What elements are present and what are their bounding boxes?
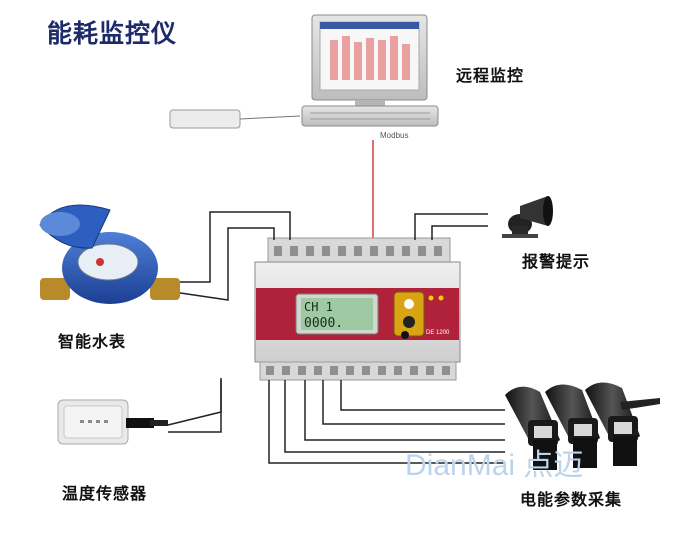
siren-icon [502, 196, 553, 238]
temperature-sensor-icon [57, 399, 168, 445]
diagram-title: 能耗监控仪 [47, 19, 178, 48]
computer-icon [169, 14, 439, 129]
label-remote-monitoring: 远程监控 [456, 66, 525, 85]
label-power-collection: 电能参数采集 [520, 490, 623, 509]
current-clamp-icons [505, 382, 660, 470]
water-meter-icon [39, 204, 180, 304]
label-temp-sensor: 温度传感器 [62, 484, 148, 503]
modbus-label: Modbus [380, 131, 408, 140]
label-water-meter: 智能水表 [58, 332, 127, 351]
lcd-line-1: CH 1 [304, 300, 333, 314]
signal-wires [159, 211, 505, 464]
watermark-text: DianMai 点迈 [405, 449, 583, 482]
energy-monitor-device [254, 237, 461, 381]
device-model-label: DE 1200 [426, 330, 450, 336]
label-alarm: 报警提示 [522, 252, 591, 271]
lcd-line-2: 0000. [304, 316, 343, 331]
